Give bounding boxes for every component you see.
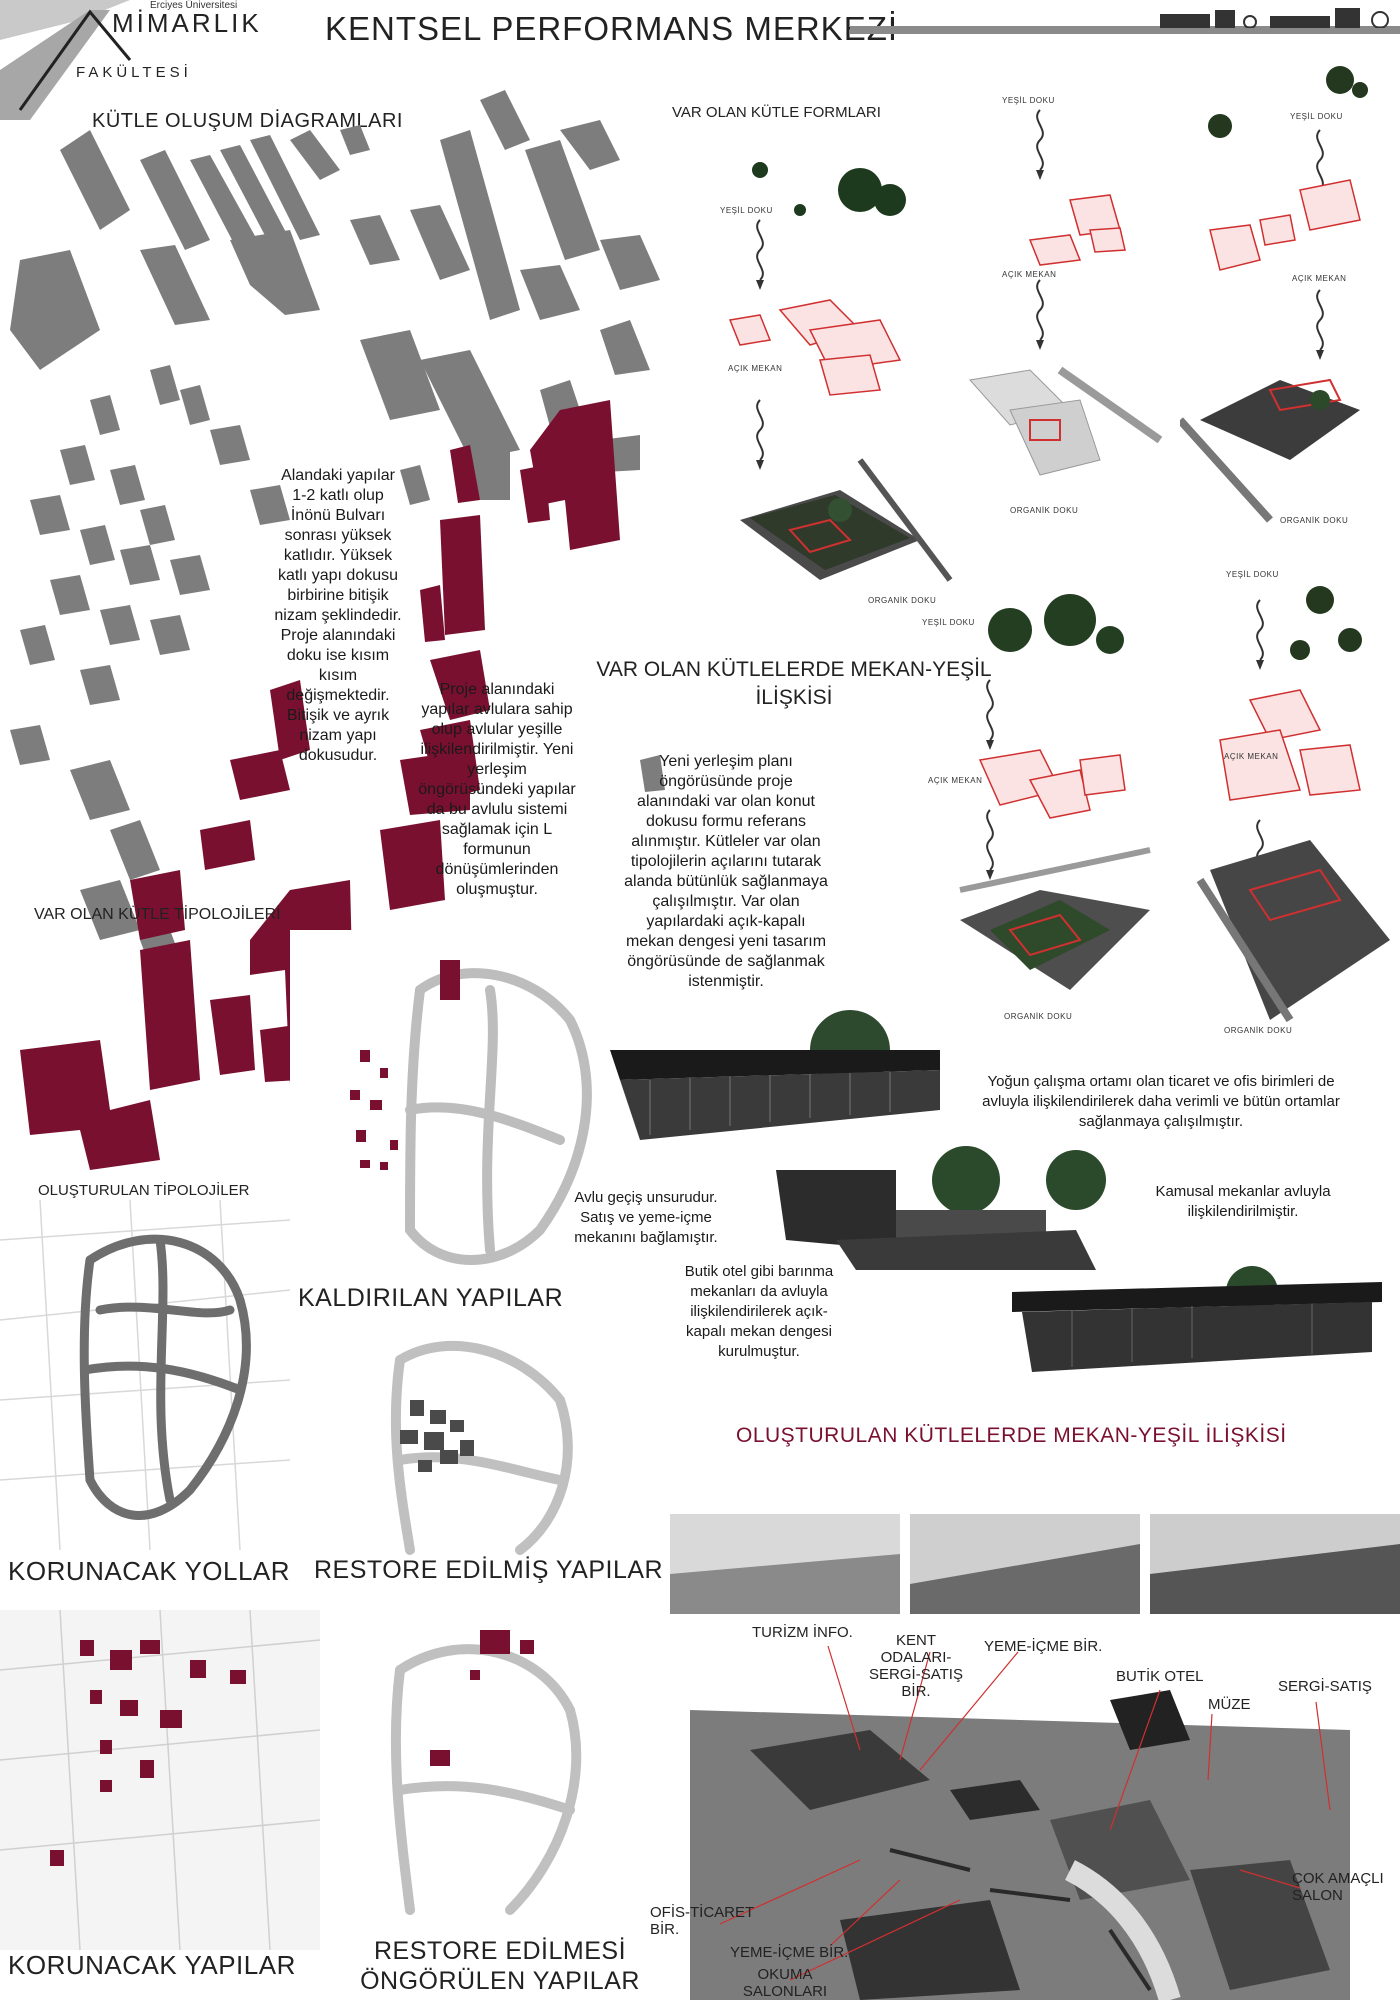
label-organic-2: ORGANİK DOKU	[1010, 506, 1079, 515]
map-restored-buildings	[300, 1320, 610, 1560]
map-protected-buildings	[0, 1610, 320, 1950]
existing-relation-text: Yeni yerleşim planı öngörüsünde proje al…	[624, 753, 828, 990]
faculty-label: FAKÜLTESİ	[76, 64, 192, 81]
map-to-restore-buildings	[320, 1610, 620, 1950]
public-text: Kamusal mekanlar avluyla ilişkilendirilm…	[1155, 1183, 1331, 1220]
courtyard-render	[776, 1140, 1126, 1270]
courtyard-text: Avlu geçiş unsurudur. Satış ve yeme-içme…	[574, 1189, 718, 1246]
label-green-1: YEŞİL DOKU	[720, 206, 773, 215]
existing-form-column-1	[720, 150, 980, 620]
label-food-2: YEME-İÇME BİR.	[730, 1944, 849, 1961]
label-open-1: AÇIK MEKAN	[728, 364, 783, 373]
label-green-2: YEŞİL DOKU	[1002, 96, 1055, 105]
label-boutique-hotel: BUTİK OTEL	[1116, 1668, 1204, 1685]
hotel-render	[1012, 1262, 1382, 1372]
brand-label: MİMARLIK	[112, 8, 262, 38]
label-open-4: AÇIK MEKAN	[928, 776, 983, 785]
label-reading-rooms: OKUMA SALONLARI	[742, 1966, 828, 2000]
existing-forms-title: VAR OLAN KÜTLE FORMLARI	[672, 104, 881, 121]
created-relation-title: OLUŞTURULAN KÜTLELERDE MEKAN-YEŞİL İLİŞK…	[736, 1424, 1287, 1447]
label-open-5: AÇIK MEKAN	[1224, 752, 1279, 761]
perspective-strip	[670, 1514, 1400, 1614]
label-exhibit-sales: SERGİ-SATIŞ	[1278, 1678, 1372, 1695]
label-office-commerce: OFİS-TİCARET BİR.	[650, 1904, 754, 1938]
existing-form-column-4	[950, 590, 1160, 1030]
label-organic-5: ORGANİK DOKU	[1224, 1026, 1293, 1035]
label-food-1: YEME-İÇME BİR.	[984, 1638, 1103, 1655]
pavilion-render-1	[610, 1010, 950, 1150]
map-title-protected: KORUNACAK YAPILAR	[8, 1950, 296, 1980]
label-green-3: YEŞİL DOKU	[1290, 112, 1343, 121]
typology-paragraph: Proje alanındaki yapılar avlulara sahip …	[418, 681, 576, 898]
label-tourism-info: TURİZM İNFO.	[752, 1624, 853, 1641]
map-title-removed: KALDIRILAN YAPILAR	[298, 1284, 564, 1312]
university-label: Erciyes Üniversitesi	[150, 0, 238, 11]
existing-relation-title: VAR OLAN KÜTLELERDE MEKAN-YEŞİL İLİŞKİSİ	[596, 658, 992, 709]
map-title-restored: RESTORE EDİLMİŞ YAPILAR	[314, 1556, 664, 1584]
hotel-text: Butik otel gibi barınma mekanları da avl…	[684, 1263, 834, 1360]
label-open-3: AÇIK MEKAN	[1292, 274, 1347, 283]
office-text: Yoğun çalışma ortamı olan ticaret ve ofi…	[982, 1073, 1340, 1130]
label-green-5: YEŞİL DOKU	[1226, 570, 1279, 579]
existing-form-column-3	[1180, 60, 1400, 530]
label-organic-3: ORGANİK DOKU	[1280, 516, 1349, 525]
label-organic-4: ORGANİK DOKU	[1004, 1012, 1073, 1021]
map-protected-roads	[0, 1200, 290, 1550]
label-organic-1: ORGANİK DOKU	[868, 596, 937, 605]
page-title: KENTSEL PERFORMANS MERKEZİ	[325, 10, 899, 47]
created-typology-label: OLUŞTURULAN TİPOLOJİLER	[38, 1182, 250, 1199]
mass-diagram-title: KÜTLE OLUŞUM DİAGRAMLARI	[92, 110, 403, 132]
logo-block	[0, 0, 340, 120]
header-rule	[850, 26, 1400, 34]
skyline-icon	[1160, 4, 1400, 28]
label-green-4: YEŞİL DOKU	[922, 618, 975, 627]
map-removed-buildings	[290, 930, 610, 1280]
context-paragraph: Alandaki yapılar 1-2 katlı olup İnönü Bu…	[274, 467, 402, 764]
existing-form-column-5	[1190, 560, 1400, 1040]
label-open-2: AÇIK MEKAN	[1002, 270, 1057, 279]
label-city-rooms: KENT ODALARI-SERGİ-SATIŞ BİR.	[869, 1632, 963, 1700]
map-title-to-restore: RESTORE EDİLMESİ ÖNGÖRÜLEN YAPILAR	[360, 1937, 640, 1995]
existing-form-column-2	[960, 80, 1180, 520]
existing-typology-label: VAR OLAN KÜTLE TİPOLOJİLERİ	[34, 906, 281, 923]
label-multi-hall: ÇOK AMAÇLI SALON	[1292, 1870, 1384, 1904]
map-title-roads: KORUNACAK YOLLAR	[8, 1556, 291, 1586]
label-museum: MÜZE	[1208, 1696, 1251, 1713]
